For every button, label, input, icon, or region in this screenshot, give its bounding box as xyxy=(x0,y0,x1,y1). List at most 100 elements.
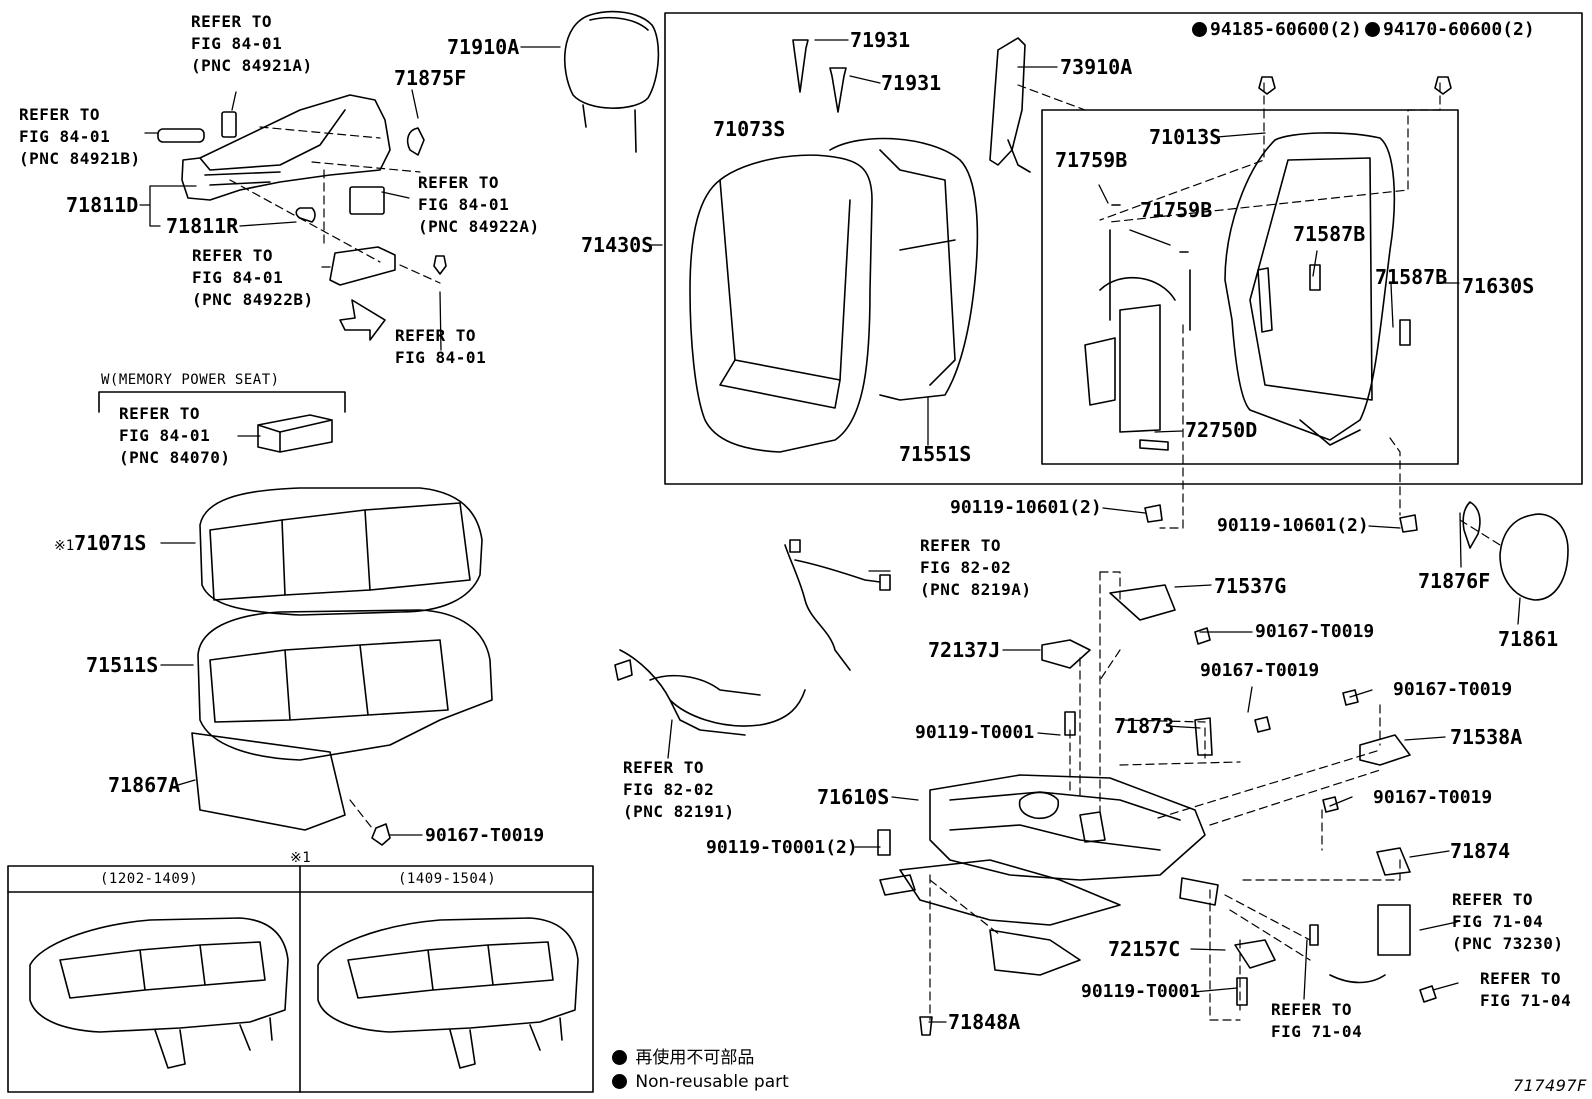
ref-line: FIG 84-01 xyxy=(191,34,283,53)
ref-line: FIG 84-01 xyxy=(395,348,487,367)
callout-71610S: 71610S xyxy=(817,785,890,809)
callout-71910A: 71910A xyxy=(447,35,520,59)
ref-line: REFER TO xyxy=(623,758,705,777)
callout-72157C: 72157C xyxy=(1108,937,1181,961)
legend-en: Non-reusable part xyxy=(612,1071,789,1093)
figure-code: 717497F xyxy=(1513,1076,1587,1095)
reference-fig71-bracket[interactable]: REFER TO FIG 71-04 xyxy=(1271,999,1362,1043)
ref-line: FIG 84-01 xyxy=(418,195,510,214)
callout-71587B-left: 71587B xyxy=(1293,222,1366,246)
callout-90167-T0019-center: 90167-T0019 xyxy=(1200,660,1320,681)
ref-line: (PNC 84070) xyxy=(119,448,231,467)
callout-71876F: 71876F xyxy=(1418,569,1491,593)
ref-line: FIG 71-04 xyxy=(1480,991,1572,1010)
callout-90119-T0001-upper: 90119-T0001 xyxy=(915,722,1035,743)
seatback-pins-drawing xyxy=(792,39,847,113)
ref-line: REFER TO xyxy=(418,173,500,192)
ref-line: FIG 84-01 xyxy=(192,268,284,287)
leader-lines xyxy=(139,39,1521,1023)
reference-fig84-pnc84921A[interactable]: REFER TO FIG 84-01 (PNC 84921A) xyxy=(191,11,313,77)
callout-71867A: 71867A xyxy=(108,773,181,797)
variant-box-mark: ※1 xyxy=(290,850,312,866)
callout-90119-T0001-left: 90119-T0001(2) xyxy=(706,837,858,858)
callout-90167-T0019-lower: 90167-T0019 xyxy=(1373,787,1493,808)
reference-fig84-pnc84921B[interactable]: REFER TO FIG 84-01 (PNC 84921B) xyxy=(19,104,141,170)
ref-line: REFER TO xyxy=(395,326,477,345)
memory-seat-bracket xyxy=(98,391,346,413)
reference-fig82-pnc8219A[interactable]: REFER TO FIG 82-02 (PNC 8219A) xyxy=(920,535,1031,601)
reference-fig84-bolt[interactable]: REFER TO FIG 84-01 xyxy=(395,325,486,369)
callout-71071S: ※171071S xyxy=(54,531,146,558)
callout-71811R: 71811R xyxy=(166,214,239,238)
legend-jp-text: 再使用不可部品 xyxy=(635,1048,755,1068)
reference-fig84-pnc84922A[interactable]: REFER TO FIG 84-01 (PNC 84922A) xyxy=(418,172,540,238)
side-headrest-drawing xyxy=(1462,501,1569,601)
reference-fig71-pnc73230[interactable]: REFER TO FIG 71-04 (PNC 73230) xyxy=(1452,889,1563,955)
callout-71511S: 71511S xyxy=(86,653,159,677)
ref-line: REFER TO xyxy=(1271,1000,1353,1019)
callout-71538A: 71538A xyxy=(1450,725,1523,749)
ref-line: FIG 84-01 xyxy=(119,426,211,445)
headrest-drawing xyxy=(563,10,660,153)
callout-71430S: 71430S xyxy=(581,233,654,257)
callout-71848A: 71848A xyxy=(948,1010,1021,1034)
callout-94170-text: 94170-60600(2) xyxy=(1383,19,1535,40)
variant-left-header: (1202-1409) xyxy=(100,871,199,887)
callout-90119-10601-right: 90119-10601(2) xyxy=(1217,515,1369,536)
small-hardware-drawing xyxy=(1041,584,1437,1003)
ref-line: REFER TO xyxy=(19,105,101,124)
reference-fig82-pnc82191[interactable]: REFER TO FIG 82-02 (PNC 82191) xyxy=(623,757,734,823)
ref-line: REFER TO xyxy=(192,246,274,265)
seat-cushion-pad-drawing xyxy=(197,609,493,761)
ref-line: FIG 71-04 xyxy=(1271,1022,1363,1041)
callout-71551S: 71551S xyxy=(899,442,972,466)
callout-73910A: 73910A xyxy=(1060,55,1133,79)
variant-cushion-right-drawing xyxy=(317,917,579,1069)
ref-line: (PNC 8219A) xyxy=(920,580,1032,599)
ref-line: FIG 82-02 xyxy=(623,780,715,799)
variant-right-header: (1409-1504) xyxy=(398,871,497,887)
cushion-front-panel-drawing xyxy=(191,732,391,846)
callout-71875F: 71875F xyxy=(394,66,467,90)
reference-fig71-nut[interactable]: REFER TO FIG 71-04 xyxy=(1480,968,1571,1012)
callout-71630S: 71630S xyxy=(1462,274,1535,298)
seat-cushion-cover-drawing xyxy=(199,487,483,616)
callout-71861: 71861 xyxy=(1498,627,1559,651)
callout-72137J: 72137J xyxy=(928,638,1001,662)
ref-line: FIG 84-01 xyxy=(19,127,111,146)
callout-90119-T0001-lower: 90119-T0001 xyxy=(1081,981,1201,1002)
wire-harness-drawing xyxy=(614,539,891,736)
lumbar-support-drawing xyxy=(1084,204,1191,451)
legend-jp: 再使用不可部品 xyxy=(612,1047,754,1069)
switch-housing-drawing xyxy=(157,94,447,341)
variant-table-frame xyxy=(7,865,594,1093)
non-reusable-marker xyxy=(1365,22,1380,37)
callout-94185-text: 94185-60600(2) xyxy=(1210,19,1362,40)
memory-power-seat-label: W(MEMORY POWER SEAT) xyxy=(101,372,280,388)
reference-fig84-pnc84070[interactable]: REFER TO FIG 84-01 (PNC 84070) xyxy=(119,403,230,469)
callout-71931-lower: 71931 xyxy=(881,71,942,95)
ref-line: (PNC 84921B) xyxy=(19,149,141,168)
ref-line: (PNC 82191) xyxy=(623,802,735,821)
ref-line: (PNC 73230) xyxy=(1452,934,1564,953)
callout-90167-T0019-right: 90167-T0019 xyxy=(1393,679,1513,700)
track-bolts-drawing xyxy=(877,627,1359,1036)
callout-90167-T0019-upper: 90167-T0019 xyxy=(1255,621,1375,642)
ref-line: REFER TO xyxy=(920,536,1002,555)
callout-71873: 71873 xyxy=(1114,714,1175,738)
ref-line: REFER TO xyxy=(1480,969,1562,988)
callout-71071S-text: 71071S xyxy=(74,531,147,555)
reference-fig84-pnc84922B[interactable]: REFER TO FIG 84-01 (PNC 84922B) xyxy=(192,245,314,311)
callout-71874: 71874 xyxy=(1450,839,1511,863)
seatback-cover-drawing xyxy=(689,137,979,453)
legend-en-text: Non-reusable part xyxy=(635,1072,789,1092)
callout-71073S: 71073S xyxy=(713,117,786,141)
ref-line: REFER TO xyxy=(191,12,273,31)
assembly-dashed-lines xyxy=(229,82,1501,1021)
seat-track-drawing xyxy=(879,774,1219,976)
variant-mark: ※1 xyxy=(54,538,75,554)
ref-line: REFER TO xyxy=(119,404,201,423)
callout-90167-T0019-cushion: 90167-T0019 xyxy=(425,825,545,846)
